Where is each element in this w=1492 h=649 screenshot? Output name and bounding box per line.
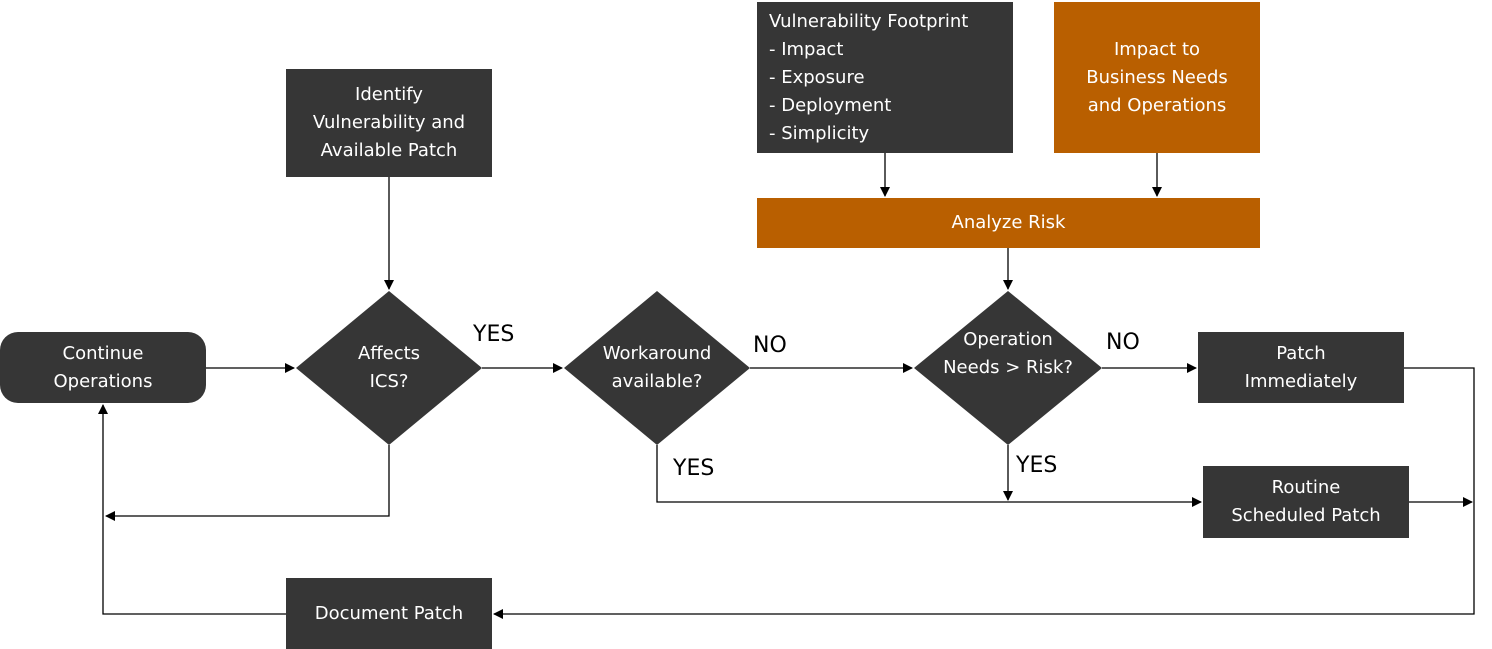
edge-patch-to-document <box>493 367 1475 619</box>
identify-vulnerability-box: Identify Vulnerability and Available Pat… <box>286 69 492 177</box>
continue-line-1: Continue <box>62 342 144 364</box>
workaround-line-1: Workaround <box>602 343 712 364</box>
impact-to-business-box: Impact to Business Needs and Operations <box>1054 2 1260 153</box>
patch-immediately-box: Patch Immediately <box>1198 332 1404 403</box>
footprint-line-1: Vulnerability Footprint <box>769 11 969 32</box>
connectors <box>98 153 1475 619</box>
affects-ics-text: Affects ICS? <box>316 338 462 398</box>
affects-line-1: Affects <box>357 343 421 364</box>
routine-line-1: Routine <box>1271 477 1341 498</box>
continue-operations-box: Continue Operations <box>0 332 206 403</box>
identify-line-1: Identify <box>355 84 423 105</box>
affects-line-2: ICS? <box>369 371 409 392</box>
routine-scheduled-patch-box: Routine Scheduled Patch <box>1203 466 1409 538</box>
operation-line-1: Operation <box>963 329 1053 350</box>
continue-line-2: Operations <box>53 370 153 392</box>
edge-affects-no-back <box>105 445 390 521</box>
footprint-line-3: - Exposure <box>769 67 865 88</box>
identify-line-3: Available Patch <box>320 140 458 161</box>
impact-line-1: Impact to <box>1113 38 1201 60</box>
patch-immediately-line-1: Patch <box>1276 342 1326 364</box>
operation-no-label: NO <box>1106 330 1140 355</box>
operation-yes-label: YES <box>1016 453 1058 478</box>
patch-immediately-line-2: Immediately <box>1244 370 1358 392</box>
workaround-diamond <box>564 291 750 445</box>
routine-line-2: Scheduled Patch <box>1231 505 1381 526</box>
document-patch-label: Document Patch <box>314 602 464 624</box>
footprint-line-4: - Deployment <box>769 95 892 116</box>
workaround-no-label: NO <box>753 333 787 358</box>
edge-document-to-continue <box>98 404 286 615</box>
footprint-line-5: - Simplicity <box>769 123 870 144</box>
document-patch-box: Document Patch <box>286 578 492 649</box>
operation-needs-text: Operation Needs > Risk? <box>928 324 1088 384</box>
affects-yes-label: YES <box>473 322 515 347</box>
workaround-yes-label: YES <box>673 456 715 481</box>
impact-line-2: Business Needs <box>1086 66 1228 88</box>
workaround-line-2: available? <box>611 371 703 392</box>
operation-needs-diamond <box>914 291 1102 445</box>
edge-workaround-yes-to-routine <box>656 445 1202 507</box>
vulnerability-footprint-box: Vulnerability Footprint - Impact - Expos… <box>757 2 1013 153</box>
workaround-text: Workaround available? <box>577 338 737 398</box>
operation-line-2: Needs > Risk? <box>943 357 1073 378</box>
analyze-risk-label: Analyze Risk <box>951 212 1066 233</box>
impact-line-3: and Operations <box>1087 94 1227 116</box>
affects-ics-diamond <box>296 291 482 445</box>
footprint-line-2: - Impact <box>769 39 844 60</box>
identify-line-2: Vulnerability and <box>312 112 466 133</box>
analyze-risk-box: Analyze Risk <box>757 198 1260 248</box>
